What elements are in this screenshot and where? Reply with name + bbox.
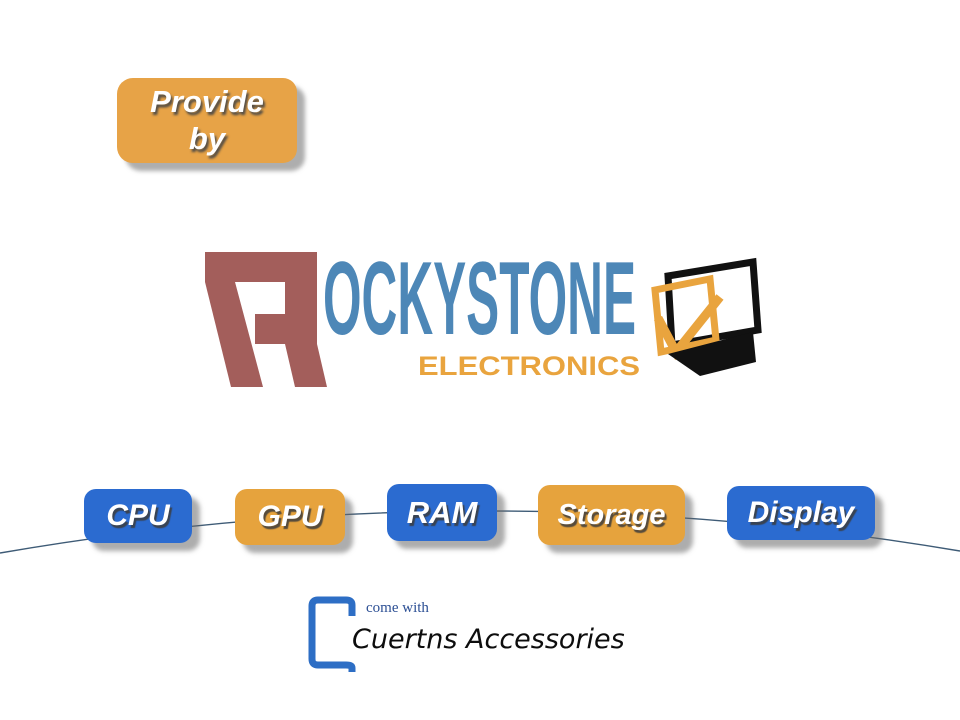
node-cpu[interactable]: CPU [84,489,192,543]
node-storage[interactable]: Storage [538,485,685,545]
checkmark-logo-icon [651,257,762,376]
bracket-icon [308,596,356,672]
logo-wordmark: OCKYSTONE [323,248,636,340]
node-gpu-label: GPU [257,500,323,533]
footer-tagline: come with [366,600,429,616]
node-gpu[interactable]: GPU [235,489,345,545]
footer-brand-name: Cuertns Accessories [352,624,625,655]
provide-by-badge: Provide by [117,78,297,163]
black-sliver-shape [668,332,756,376]
node-display-label: Display [747,496,855,529]
logo-wordmark-text: OCKYSTONE [323,248,636,340]
node-ram[interactable]: RAM [387,484,497,541]
node-ram-label: RAM [406,494,478,530]
provide-by-line1: Provide [150,83,264,119]
orange-frame-shape [651,274,720,357]
node-storage-label: Storage [557,498,666,531]
logo-subtitle-text: ELECTRONICS [418,351,640,380]
provide-by-line2: by [188,120,226,156]
bracket-path [308,596,356,672]
node-display[interactable]: Display [727,486,875,540]
logo-letter-r [205,252,327,387]
logo-subtitle: ELECTRONICS [418,351,640,380]
node-cpu-label: CPU [106,499,170,532]
